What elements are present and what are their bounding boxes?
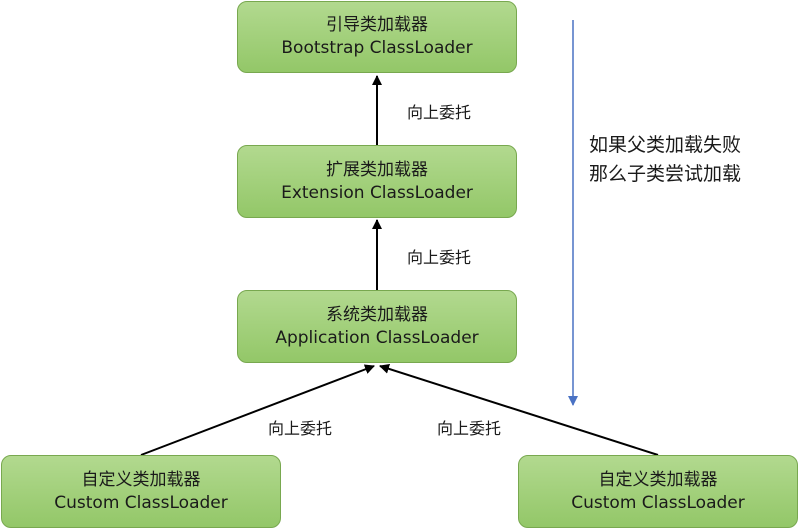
node-title-cn: 扩展类加载器 <box>326 159 428 180</box>
extension-classloader-node: 扩展类加载器 Extension ClassLoader <box>237 145 517 218</box>
custom-classloader-right-node: 自定义类加载器 Custom ClassLoader <box>518 455 798 528</box>
node-title-en: Custom ClassLoader <box>571 492 745 513</box>
bootstrap-classloader-node: 引导类加载器 Bootstrap ClassLoader <box>237 1 517 73</box>
node-title-en: Custom ClassLoader <box>54 492 228 513</box>
arrow-custom-left-to-application <box>140 364 375 456</box>
node-title-cn: 引导类加载器 <box>326 15 428 35</box>
edge-label-custom-right-to-app: 向上委托 <box>437 419 502 438</box>
fallback-note: 如果父类加载失败 那么子类尝试加载 <box>589 131 741 189</box>
edge-label-ext-to-boot: 向上委托 <box>407 103 472 122</box>
edge-label-custom-left-to-app: 向上委托 <box>268 419 333 438</box>
edge-label-app-to-ext: 向上委托 <box>407 248 472 267</box>
node-title-cn: 自定义类加载器 <box>598 469 718 490</box>
fallback-note-line2: 那么子类尝试加载 <box>589 163 742 185</box>
node-title-en: Application ClassLoader <box>275 327 479 348</box>
arrow-custom-right-to-application <box>379 363 659 456</box>
node-title-cn: 自定义类加载器 <box>81 469 201 490</box>
node-title-en: Bootstrap ClassLoader <box>281 38 473 58</box>
fallback-note-line1: 如果父类加载失败 <box>589 134 742 156</box>
node-title-en: Extension ClassLoader <box>281 182 473 203</box>
node-title-cn: 系统类加载器 <box>326 304 428 325</box>
custom-classloader-left-node: 自定义类加载器 Custom ClassLoader <box>1 455 281 528</box>
application-classloader-node: 系统类加载器 Application ClassLoader <box>237 290 517 363</box>
